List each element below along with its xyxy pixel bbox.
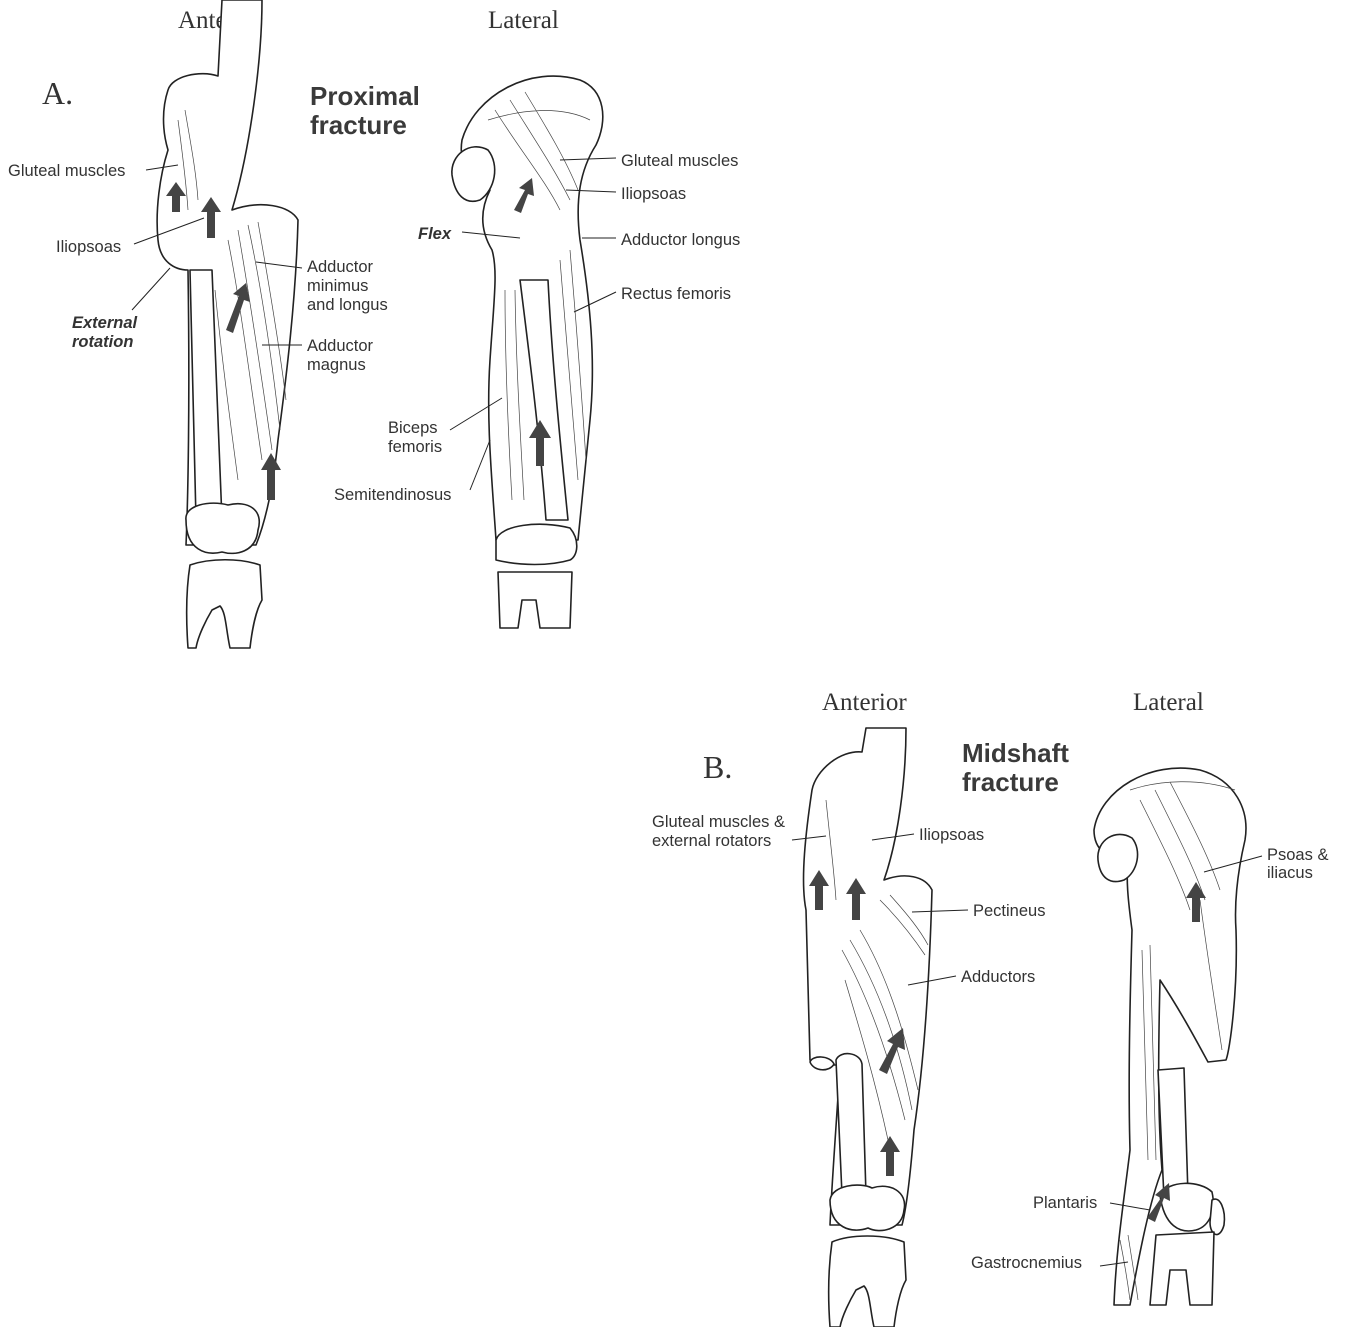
- panel-b-plantaris-label: Plantaris: [1033, 1194, 1097, 1212]
- panel-b: B. Anterior Lateral Midshaft fracture Gl…: [652, 689, 1328, 1327]
- panel-a-rectus-femoris-label: Rectus femoris: [621, 285, 731, 303]
- panel-b-psoas-line1: Psoas &: [1267, 846, 1328, 864]
- panel-a-adductor-longus-label: Adductor longus: [621, 231, 740, 249]
- panel-a-anterior-illustration: [132, 0, 302, 648]
- panel-b-lateral-illustration: [1094, 768, 1262, 1305]
- panel-b-gastrocnemius-label: Gastrocnemius: [971, 1254, 1082, 1272]
- panel-a-external-rotation-line2: rotation: [72, 333, 133, 351]
- panel-b-title-line2: fracture: [962, 767, 1059, 797]
- panel-a-lateral-illustration: [450, 76, 616, 628]
- panel-a: A. Anterior Lateral Proximal fracture Gl…: [8, 0, 740, 648]
- panel-b-psoas-line2: iliacus: [1267, 864, 1313, 882]
- panel-b-iliopsoas-label: Iliopsoas: [919, 826, 984, 844]
- panel-a-external-rotation-line1: External: [72, 314, 138, 332]
- panel-b-gluteal-line2: external rotators: [652, 832, 771, 850]
- panel-a-iliopsoas-label: Iliopsoas: [56, 238, 121, 256]
- panel-b-adductors-label: Adductors: [961, 968, 1035, 986]
- panel-a-title-line1: Proximal: [310, 81, 420, 111]
- panel-a-adductor-minimus-line2: minimus: [307, 277, 368, 295]
- panel-a-biceps-femoris-line2: femoris: [388, 438, 442, 456]
- panel-b-gluteal-line1: Gluteal muscles &: [652, 813, 785, 831]
- panel-a-semitendinosus-label: Semitendinosus: [334, 486, 451, 504]
- panel-b-lateral-heading: Lateral: [1133, 689, 1204, 716]
- panel-a-gluteal-label: Gluteal muscles: [8, 162, 125, 180]
- panel-a-lateral-gluteal-label: Gluteal muscles: [621, 152, 738, 170]
- panel-a-adductor-minimus-line1: Adductor: [307, 258, 374, 276]
- panel-a-adductor-minimus-line3: and longus: [307, 296, 388, 314]
- panel-b-title-line1: Midshaft: [962, 738, 1069, 768]
- panel-b-pectineus-label: Pectineus: [973, 902, 1045, 920]
- panel-a-title-line2: fracture: [310, 110, 407, 140]
- panel-a-biceps-femoris-line1: Biceps: [388, 419, 438, 437]
- panel-b-letter: B.: [703, 749, 732, 785]
- panel-a-adductor-magnus-line1: Adductor: [307, 337, 374, 355]
- panel-a-adductor-magnus-line2: magnus: [307, 356, 366, 374]
- panel-a-flex-label: Flex: [418, 225, 452, 243]
- panel-a-letter: A.: [42, 75, 73, 111]
- panel-a-lateral-iliopsoas-label: Iliopsoas: [621, 185, 686, 203]
- panel-b-anterior-illustration: [792, 728, 968, 1327]
- panel-b-anterior-heading: Anterior: [822, 689, 907, 716]
- panel-a-lateral-heading: Lateral: [488, 7, 559, 34]
